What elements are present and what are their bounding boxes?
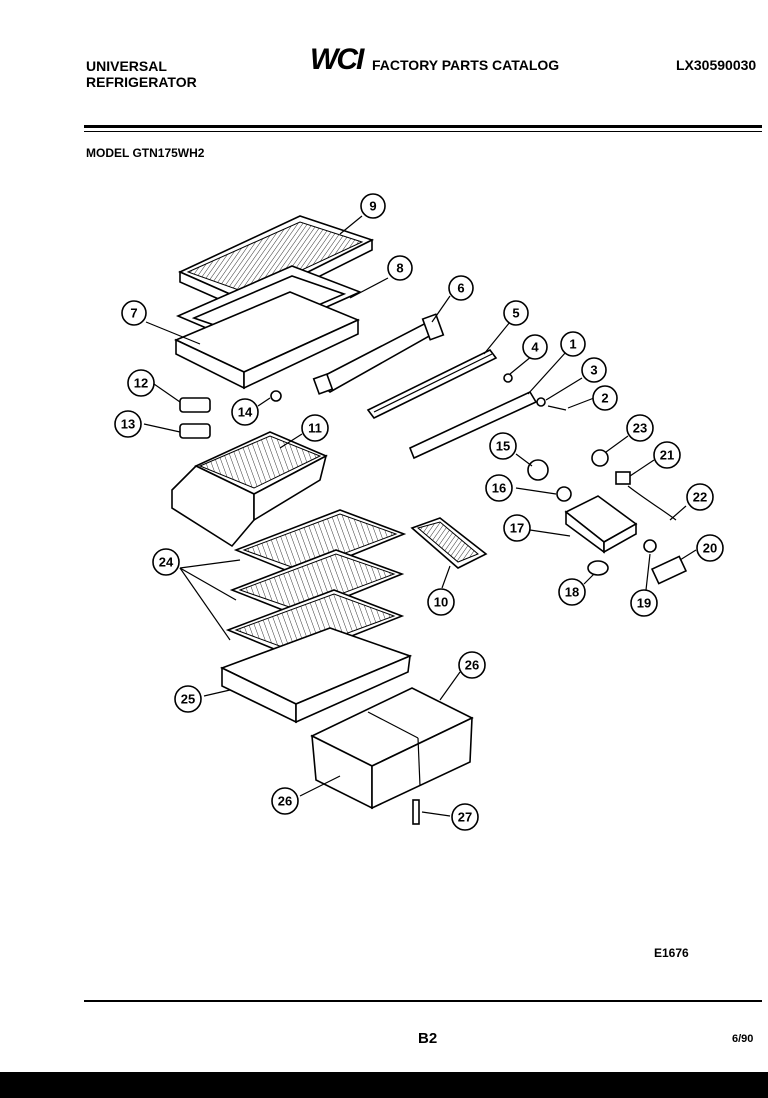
callout-1: 1 (560, 331, 586, 357)
part-14-grommet (270, 390, 282, 402)
callout-17: 17 (503, 514, 531, 542)
svg-text:1: 1 (569, 337, 576, 352)
svg-text:3: 3 (590, 363, 597, 378)
svg-text:10: 10 (434, 595, 448, 610)
callout-22: 22 (686, 483, 714, 511)
part-rail-upper (366, 348, 498, 420)
callout-10: 10 (427, 588, 455, 616)
callout-15: 15 (489, 432, 517, 460)
callout-23: 23 (626, 414, 654, 442)
svg-text:22: 22 (693, 490, 707, 505)
callout-18: 18 (558, 578, 586, 606)
callout-4: 4 (522, 334, 548, 360)
callout-26-upper: 26 (458, 651, 486, 679)
callout-3: 3 (581, 357, 607, 383)
part-bracket (312, 313, 445, 395)
header-rule-thin (84, 131, 762, 132)
svg-text:27: 27 (458, 810, 472, 825)
footer-rule (84, 1000, 762, 1002)
svg-text:2: 2 (601, 391, 608, 406)
callout-2: 2 (592, 385, 618, 411)
svg-text:16: 16 (492, 481, 506, 496)
svg-text:17: 17 (510, 521, 524, 536)
callout-21: 21 (653, 441, 681, 469)
figure-id: E1676 (654, 946, 689, 960)
model-label: MODEL GTN175WH2 (86, 146, 205, 160)
leader-lines (143, 215, 697, 817)
part-light-housing (564, 495, 638, 554)
svg-text:13: 13 (121, 417, 135, 432)
svg-text:5: 5 (512, 306, 519, 321)
callout-27: 27 (451, 803, 479, 831)
page-number: B2 (418, 1030, 438, 1047)
part-wire-shelf (171, 431, 328, 548)
catalog-title: FACTORY PARTS CATALOG (372, 57, 560, 73)
part-19-switch (643, 539, 657, 553)
svg-text:19: 19 (637, 596, 651, 611)
header-rule-thick (84, 125, 762, 128)
svg-text:9: 9 (369, 199, 376, 214)
callout-25: 25 (174, 685, 202, 713)
svg-text:24: 24 (159, 555, 174, 570)
part-2-screw (547, 405, 567, 411)
svg-text:21: 21 (660, 448, 674, 463)
callout-7: 7 (121, 300, 147, 326)
svg-text:26: 26 (278, 794, 292, 809)
callout-20: 20 (696, 534, 724, 562)
svg-text:4: 4 (531, 340, 539, 355)
callout-9: 9 (360, 193, 386, 219)
part-15-bulb (527, 459, 549, 481)
callout-16: 16 (485, 474, 513, 502)
catalog-code: LX30590030 (676, 57, 757, 73)
part-4-clip (503, 373, 513, 383)
issue-date: 6/90 (732, 1033, 754, 1045)
callout-13: 13 (114, 410, 142, 438)
part-rail-lower (408, 390, 538, 460)
callout-24: 24 (152, 548, 180, 576)
svg-text:12: 12 (134, 376, 148, 391)
callout-26-lower: 26 (271, 787, 299, 815)
callout-5: 5 (503, 300, 529, 326)
svg-text:20: 20 (703, 541, 717, 556)
svg-text:6: 6 (457, 281, 464, 296)
part-crisper-tray (174, 291, 361, 390)
brand-line-1: UNIVERSAL (86, 58, 167, 74)
callout-12: 12 (127, 369, 155, 397)
callout-19: 19 (630, 589, 658, 617)
part-22-wire (627, 485, 677, 521)
part-18-knob (587, 560, 609, 576)
svg-text:18: 18 (565, 585, 579, 600)
part-3-nut (536, 397, 546, 407)
callout-14: 14 (231, 398, 259, 426)
catalog-sheet: UNIVERSAL REFRIGERATOR WCI FACTORY PARTS… (0, 0, 768, 1072)
part-glass-shelves (225, 509, 407, 659)
part-20-plate (650, 555, 688, 585)
part-23-thermostat (591, 449, 609, 467)
svg-text:23: 23 (633, 421, 647, 436)
svg-text:26: 26 (465, 658, 479, 673)
wci-logo: WCI (310, 43, 364, 76)
exploded-parts-diagram: 9 8 7 6 5 4 1 3 2 12 13 14 11 15 23 21 1… (114, 193, 724, 831)
part-21-clip (615, 471, 631, 485)
svg-text:15: 15 (496, 439, 510, 454)
part-27-pin (412, 799, 420, 825)
part-13-hinge (179, 423, 211, 439)
part-crisper-cover (219, 627, 413, 724)
svg-text:14: 14 (238, 405, 253, 420)
svg-text:7: 7 (130, 306, 137, 321)
svg-text:25: 25 (181, 692, 195, 707)
svg-text:11: 11 (308, 421, 322, 436)
brand-line-2: REFRIGERATOR (86, 74, 197, 90)
part-ice-tray (410, 517, 488, 569)
callout-8: 8 (387, 255, 413, 281)
part-12-hinge (179, 397, 211, 413)
callout-11: 11 (301, 414, 329, 442)
part-crisper-drawers (310, 687, 474, 810)
svg-text:8: 8 (396, 261, 403, 276)
part-16-socket (556, 486, 572, 502)
callout-6: 6 (448, 275, 474, 301)
